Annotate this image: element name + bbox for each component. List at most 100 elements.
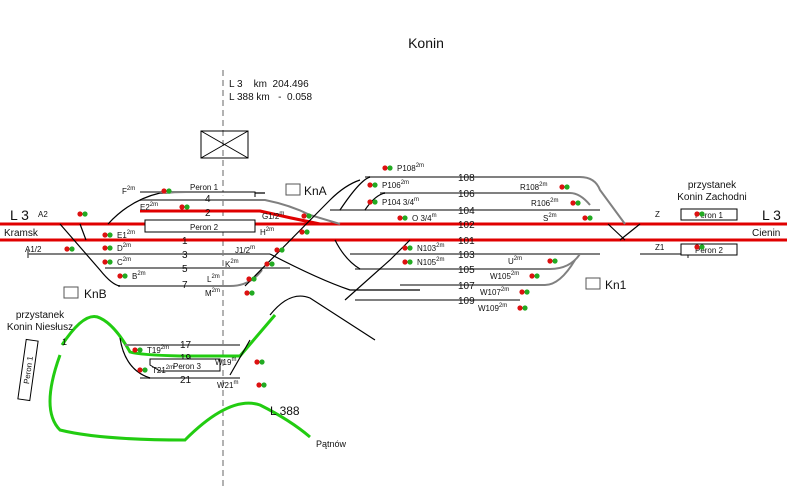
signal-u: U2m xyxy=(508,256,558,266)
east-track-numbers: 108 106 104 102 101 103 105 107 109 xyxy=(458,173,475,307)
svg-text:E22m: E22m xyxy=(140,202,158,212)
east-tracks xyxy=(330,176,689,301)
platform-1-label: Peron 1 xyxy=(190,183,219,192)
svg-text:P104 3/4m: P104 3/4m xyxy=(382,197,419,207)
svg-text:KnA: KnA xyxy=(304,184,327,198)
svg-text:W19m: W19m xyxy=(215,357,236,367)
svg-text:106: 106 xyxy=(458,189,475,200)
svg-text:P1082m: P1082m xyxy=(397,163,424,173)
signal-n103: N1032m xyxy=(402,243,444,253)
station-building-icon xyxy=(200,130,249,159)
track-number: 4 xyxy=(205,194,211,205)
signal-g1-2: G1/2m xyxy=(262,211,312,221)
signal-r108: R1082m xyxy=(520,182,570,192)
signal-box-kn1: Kn1 xyxy=(585,277,627,292)
svg-text:Z: Z xyxy=(655,210,660,219)
svg-text:P1062m: P1062m xyxy=(382,180,409,190)
svg-text:108: 108 xyxy=(458,173,475,184)
signal-w21: W21m xyxy=(217,380,267,390)
track-2-curve xyxy=(140,209,321,226)
signal-z1: Z1 xyxy=(655,243,705,252)
signal-a1-2: A1/2 xyxy=(25,245,75,254)
signal-z: Z xyxy=(655,210,705,219)
svg-text:102: 102 xyxy=(458,220,475,231)
station-title: Konin xyxy=(408,35,444,51)
svg-text:N1052m: N1052m xyxy=(417,257,444,267)
svg-text:105: 105 xyxy=(458,265,475,276)
signal-w19: W19m xyxy=(215,357,265,367)
svg-text:Konin Niesłusz: Konin Niesłusz xyxy=(7,322,73,333)
signal-e2: E22m xyxy=(140,202,190,212)
svg-text:Kn1: Kn1 xyxy=(605,278,627,292)
svg-text:J1/2m: J1/2m xyxy=(235,245,255,255)
svg-text:KnB: KnB xyxy=(84,287,107,301)
signal-f: F2m xyxy=(122,186,172,196)
line-label-left: L 3 xyxy=(10,207,29,223)
svg-text:E12m: E12m xyxy=(117,230,135,240)
signal-t19: T192m xyxy=(132,345,169,355)
km-line2: L 388 km - 0.058 xyxy=(229,92,312,103)
svg-text:Z1: Z1 xyxy=(655,243,665,252)
svg-text:S2m: S2m xyxy=(543,213,557,223)
track-number: 3 xyxy=(182,250,188,261)
svg-text:A1/2: A1/2 xyxy=(25,245,42,254)
svg-text:T212m: T212m xyxy=(152,365,174,375)
track-number: 1 xyxy=(182,236,188,247)
signal-m: M2m xyxy=(205,288,255,298)
svg-text:K2m: K2m xyxy=(225,259,239,269)
signal-r106: R1062m xyxy=(531,198,581,208)
platform-1-west: Peron 1 xyxy=(140,183,256,197)
km-line1: L 3 km 204.496 xyxy=(229,79,309,90)
svg-text:R1082m: R1082m xyxy=(520,182,547,192)
svg-text:21: 21 xyxy=(180,375,192,386)
signal-w109: W1092m xyxy=(478,303,528,313)
svg-text:Peron 2: Peron 2 xyxy=(695,246,724,255)
direction-cienin: Cienin xyxy=(752,228,780,239)
stop-konin-nieslusz: przystanek Konin Niesłusz Peron 1 1 xyxy=(7,310,73,402)
svg-text:L2m: L2m xyxy=(207,274,220,284)
svg-text:W1092m: W1092m xyxy=(478,303,507,313)
signal-p104: P104 3/4m xyxy=(367,197,419,207)
svg-text:G1/2m: G1/2m xyxy=(262,211,284,221)
svg-text:T192m: T192m xyxy=(147,345,169,355)
track-number: 5 xyxy=(182,264,188,275)
svg-text:C2m: C2m xyxy=(117,257,131,267)
svg-text:W1052m: W1052m xyxy=(490,271,519,281)
svg-text:F2m: F2m xyxy=(122,186,135,196)
svg-text:L 388: L 388 xyxy=(270,404,300,418)
signal-d: D2m xyxy=(102,243,131,253)
signal-box-kna: KnA xyxy=(285,183,327,198)
svg-text:N1032m: N1032m xyxy=(417,243,444,253)
west-tracks xyxy=(27,179,420,291)
signal-e1: E12m xyxy=(102,230,135,240)
svg-text:B2m: B2m xyxy=(132,271,146,281)
signal-s: S2m xyxy=(543,213,593,223)
svg-text:17: 17 xyxy=(180,340,192,351)
signal-n105: N1052m xyxy=(402,257,444,267)
svg-text:Konin Zachodni: Konin Zachodni xyxy=(677,192,747,203)
signal-b: B2m xyxy=(117,271,146,281)
signal-h: H2m xyxy=(260,227,310,237)
svg-text:1: 1 xyxy=(62,337,67,347)
svg-text:przystanek: przystanek xyxy=(16,310,65,321)
svg-text:M2m: M2m xyxy=(205,288,220,298)
svg-text:R1062m: R1062m xyxy=(531,198,558,208)
svg-text:Pątnów: Pątnów xyxy=(316,439,347,449)
signal-p106: P1062m xyxy=(367,180,409,190)
svg-text:104: 104 xyxy=(458,206,475,217)
svg-text:Peron 1: Peron 1 xyxy=(695,211,724,220)
svg-text:D2m: D2m xyxy=(117,243,131,253)
direction-kramsk: Kramsk xyxy=(4,228,39,239)
track-number: 7 xyxy=(182,280,188,291)
svg-text:przystanek: przystanek xyxy=(688,180,737,191)
svg-text:Peron 3: Peron 3 xyxy=(173,362,202,371)
stop-konin-zachodni: przystanek Konin Zachodni Peron 1 Peron … xyxy=(677,180,747,256)
branch-l388: 17 19 21 Peron 3 L 388 Pątnów xyxy=(48,295,376,449)
signal-w105: W1052m xyxy=(490,271,540,281)
svg-text:103: 103 xyxy=(458,250,475,261)
signal-box-knb: KnB xyxy=(63,286,107,301)
signal-c: C2m xyxy=(102,257,131,267)
svg-text:Peron 1: Peron 1 xyxy=(22,355,35,385)
platform-2-label: Peron 2 xyxy=(190,223,219,232)
